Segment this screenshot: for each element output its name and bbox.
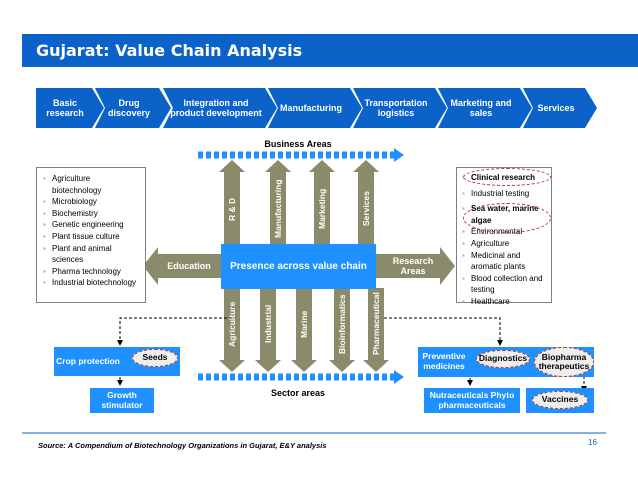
arrow-research-areas — [376, 247, 455, 285]
business-areas-arrow — [198, 148, 404, 162]
preventive-medicines-box: Preventive medicines — [422, 351, 466, 371]
page-number: 16 — [588, 438, 597, 447]
business-area-rd: R & D — [227, 197, 237, 221]
diagnostics-oval: Diagnostics — [476, 350, 530, 368]
arrow-marketing — [309, 160, 335, 245]
nutraceuticals-box: Nutraceuticals Phyto pharmaceuticals — [424, 388, 520, 413]
chain-step-integration: Integration and product development — [163, 88, 277, 128]
sector-pharmaceutical: Pharmaceutical — [371, 292, 381, 356]
education-item: Genetic engineering — [41, 219, 141, 231]
arrow-agriculture — [219, 288, 245, 372]
page-title: Gujarat: Value Chain Analysis — [36, 41, 303, 60]
title-banner — [22, 34, 638, 67]
vaccines-oval: Vaccines — [532, 391, 588, 409]
education-item: Biochemistry — [41, 208, 141, 220]
research-item: Healthcare — [460, 296, 548, 308]
growth-stimulator-box: Growth stimulator — [90, 388, 154, 413]
arrow-industrial — [255, 288, 281, 372]
education-label: Education — [167, 261, 211, 271]
sector-industrial: Industrial — [263, 304, 273, 344]
research-item: Agriculture — [460, 238, 548, 250]
chain-step-services: Services — [523, 88, 597, 128]
highlight-oval — [463, 203, 551, 233]
chain-step-transportation: Transportation logistics — [353, 88, 447, 128]
chain-step-marketing: Marketing and sales — [438, 88, 532, 128]
education-list-box: Agriculture biotechnology Microbiology B… — [36, 167, 146, 303]
research-item: Industrial testing — [460, 188, 548, 200]
arrow-manufacturing — [265, 160, 291, 245]
sector-areas-arrow — [198, 370, 404, 384]
arrow-bioinformatics — [329, 288, 355, 372]
arrow-education — [143, 247, 221, 285]
education-item: Pharma technology — [41, 266, 141, 278]
source-note: Source: A Compendium of Biotechnology Or… — [38, 441, 327, 450]
business-areas-label: Business Areas — [264, 139, 332, 149]
sector-bioinformatics: Bioinformatics — [337, 294, 347, 354]
arrow-pharmaceutical — [363, 288, 389, 372]
chain-step-basic-research: Basic research — [36, 88, 104, 128]
biopharma-oval: Biopharma therapeutics — [534, 347, 594, 377]
education-item: Agriculture biotechnology — [41, 173, 141, 196]
arrow-rd — [219, 160, 245, 245]
highlight-oval — [463, 168, 551, 186]
arrow-marine — [291, 288, 317, 372]
research-list-box: Clinical research Industrial testing Sea… — [456, 167, 552, 307]
central-box: Presence across value chain — [221, 244, 376, 289]
business-area-marketing: Marketing — [317, 188, 327, 230]
seeds-oval: Seeds — [132, 349, 178, 367]
education-item: Microbiology — [41, 196, 141, 208]
research-item: Medicinal and aromatic plants — [460, 250, 548, 273]
sector-areas-label: Sector areas — [270, 388, 326, 398]
arrow-services — [353, 160, 379, 245]
education-item: Plant and animal sciences — [41, 243, 141, 266]
center-label: Presence across value chain — [230, 261, 367, 272]
crop-protection-box: Crop protection — [56, 355, 120, 366]
business-area-services: Services — [361, 191, 371, 227]
education-item: Industrial biotechnology — [41, 277, 141, 289]
chain-step-drug-discovery: Drug discovery — [95, 88, 171, 128]
sector-marine: Marine — [299, 310, 309, 338]
business-area-manufacturing: Manufacturing — [273, 179, 283, 239]
education-item: Plant tissue culture — [41, 231, 141, 243]
research-areas-label: Research Areas — [392, 256, 434, 277]
sector-agriculture: Agriculture — [227, 301, 237, 347]
chain-step-manufacturing: Manufacturing — [268, 88, 362, 128]
research-item: Blood collection and testing — [460, 273, 548, 296]
